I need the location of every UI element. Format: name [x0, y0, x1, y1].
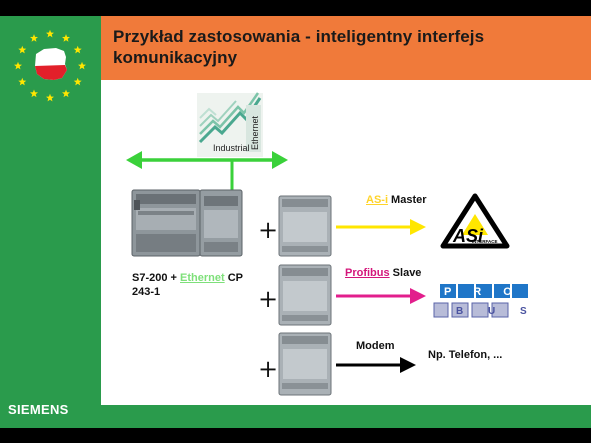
footer-green-strip [101, 405, 591, 428]
siemens-logo-text: SIEMENS [8, 402, 69, 417]
s7-200-cpu-module [131, 189, 243, 257]
asi-master-label: AS-i Master [366, 194, 427, 206]
profibus-link[interactable]: Profibus [345, 267, 390, 279]
ethernet-bus-arrow [126, 151, 288, 193]
eu-star-icon [14, 61, 22, 70]
ethernet-text: Ethernet [250, 115, 260, 150]
profibus-label-rest: Slave [389, 267, 422, 279]
plus-sign-3: + [258, 355, 279, 383]
profibus-logo: P R O F I B U S [433, 284, 575, 318]
asi-link[interactable]: AS-i [366, 194, 388, 206]
modem-module [278, 332, 332, 396]
eu-star-icon [73, 77, 82, 86]
industrial-ethernet-logo [197, 92, 263, 157]
cpu-label: S7-200 + Ethernet CP [132, 272, 243, 284]
plus-sign-1: + [258, 216, 279, 244]
slide-title: Przykład zastosowania - inteligentny int… [113, 27, 485, 67]
eu-star-icon [18, 45, 27, 54]
phone-label: Np. Telefon, ... [428, 349, 503, 361]
ethernet-link[interactable]: Ethernet [180, 272, 225, 284]
industrial-text: Industrial [213, 143, 250, 153]
eu-poland-emblem-icon [14, 29, 86, 102]
cpu-label-line2: 243-1 [132, 286, 161, 298]
plus-sign-2: + [258, 285, 279, 313]
profibus-slave-label: Profibus Slave [345, 267, 421, 279]
eu-star-icon [30, 34, 38, 42]
title-header [101, 16, 591, 80]
left-green-panel [0, 16, 101, 428]
eu-star-icon [62, 34, 70, 42]
top-black-bar [0, 0, 591, 16]
asi-arrow [336, 219, 426, 235]
profibus-logo-row1: P R O F I [444, 286, 575, 298]
eu-star-icon [46, 29, 54, 38]
profibus-slave-module [278, 264, 332, 326]
bottom-black-bar [0, 428, 591, 443]
asi-logo-text: ASi [452, 226, 484, 246]
eu-star-icon [62, 89, 70, 98]
profibus-logo-row2: B U S [456, 306, 538, 317]
asi-interface-logo: ASi INTERFACE [440, 193, 510, 249]
modem-arrow [336, 357, 416, 373]
eu-star-icon [78, 61, 86, 70]
modem-label: Modem [356, 340, 395, 352]
eu-star-icon [18, 77, 27, 86]
asi-master-module [278, 195, 332, 257]
eu-star-icon [30, 89, 38, 98]
asi-label-rest: Master [388, 194, 427, 206]
eu-star-icon [46, 93, 54, 102]
profibus-arrow [336, 288, 426, 304]
cpu-label-part2: CP [224, 272, 243, 284]
asi-logo-sub: INTERFACE [472, 239, 498, 244]
eu-star-icon [73, 45, 82, 54]
cpu-label-part1: S7-200 + [132, 272, 181, 284]
